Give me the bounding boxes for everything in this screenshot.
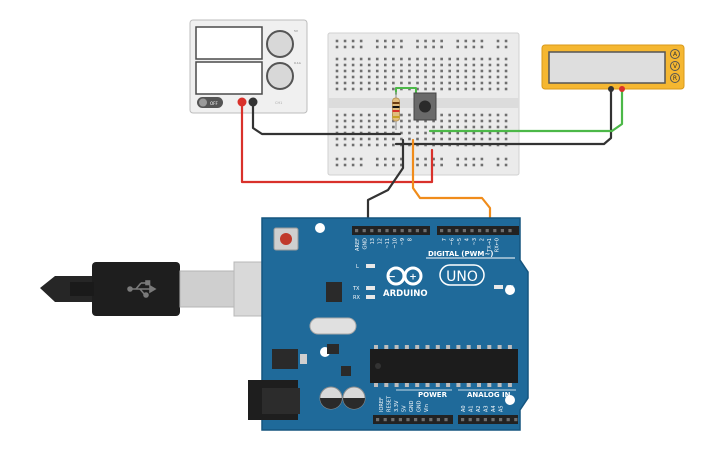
top-pin-label: RX←0 [495,238,501,252]
led-rx [366,295,375,299]
top-pin-label: AREF [355,238,361,251]
voltage-knob[interactable] [266,30,294,58]
top-pin-label: TX→1 [487,238,493,253]
brand-label: ARDUINO [383,289,428,299]
model-label: UNO [446,269,478,285]
led-tx [366,286,375,290]
red-wire[interactable] [240,100,434,184]
top-pin-label: ~6 [450,238,456,245]
power-label: POWER [418,391,448,399]
top-pin-label: 12 [378,238,384,244]
top-pin-label: ~5 [457,238,463,245]
top-pin-label: 13 [370,238,376,244]
black-wire-multimeter[interactable] [394,88,613,146]
orange-wire[interactable] [411,138,492,234]
led-on [494,285,503,289]
pushbutton[interactable] [413,92,437,121]
multimeter-display [548,51,666,84]
bottom-pin-label: A5 [499,405,505,412]
top-pin-label: ~10 [393,238,399,249]
current-knob[interactable] [266,62,294,90]
power-supply[interactable]: 5V 0.1A OFF CH1 [189,19,308,114]
channel-label: CH1 [275,101,282,105]
power-header [373,415,453,424]
bottom-pin-label: A2 [476,405,482,412]
probe-com[interactable] [608,86,614,92]
svg-text:−: − [388,273,396,283]
bottom-pin-label: A3 [484,405,490,412]
top-pin-label: ~11 [385,238,391,249]
led-label-l: L [356,264,359,270]
top-pin-label: 8 [408,238,414,241]
microcontroller [370,349,518,383]
bottom-pin-label: A4 [491,405,497,412]
top-pin-label: 7 [442,238,448,241]
current-display [195,61,263,95]
mode-ohms-label: R [673,75,677,82]
mode-volts-label: V [673,63,678,70]
top-pin-label: ~9 [400,238,406,245]
usb-cable [40,261,299,317]
green-jumper[interactable] [395,87,417,95]
on-label: ON [506,285,514,291]
crystal [309,317,357,335]
power-switch-label: OFF [210,101,218,106]
mode-ohms[interactable] [670,73,680,83]
bottom-pin-label: Vin [424,404,430,412]
digital-label: DIGITAL (PWM~) [428,250,493,258]
top-pin-label: ~3 [472,238,478,245]
bottom-pin-label: GND [409,400,415,412]
bottom-pin-label: A1 [469,405,475,412]
bottom-pin-label: IOREF [379,397,385,412]
wires [240,87,624,234]
arduino-logo-icon [386,266,423,286]
mode-volts[interactable] [670,61,680,71]
top-pin-label: 4 [465,238,471,241]
led-label-tx: TX [352,286,360,292]
digital-header-high [352,226,430,235]
usb-icon [127,280,157,298]
analog-header [458,415,518,424]
bottom-pin-label: RESET [387,395,393,412]
bottom-pin-label: GND [417,400,423,412]
probe-positive[interactable] [619,86,625,92]
black-wire-psu[interactable] [251,100,402,136]
bottom-pin-label: 3.3V [394,400,400,412]
multimeter[interactable]: A V R [541,44,685,92]
analog-label: ANALOG IN [467,391,511,399]
mode-amps[interactable] [670,49,680,59]
bottom-pin-label: A0 [461,405,467,412]
led-label-rx: RX [353,295,360,301]
green-wire[interactable] [428,88,624,133]
pushbutton-cap[interactable] [419,100,431,113]
voltage-regulator [272,349,298,369]
top-pin-label: GND [363,238,369,250]
usb-chip [326,282,342,302]
voltage-display [195,26,263,60]
resistor[interactable] [392,92,400,130]
voltage-knob-label: 5V [294,29,299,33]
current-knob-label: 0.1A [294,61,302,65]
mode-amps-label: A [673,51,678,58]
black-wire-gnd[interactable] [366,138,405,234]
svg-text:+: + [409,273,417,283]
bottom-pin-label: 5V [402,405,408,412]
led-l [366,264,375,268]
top-pin-label: 2 [480,238,486,241]
